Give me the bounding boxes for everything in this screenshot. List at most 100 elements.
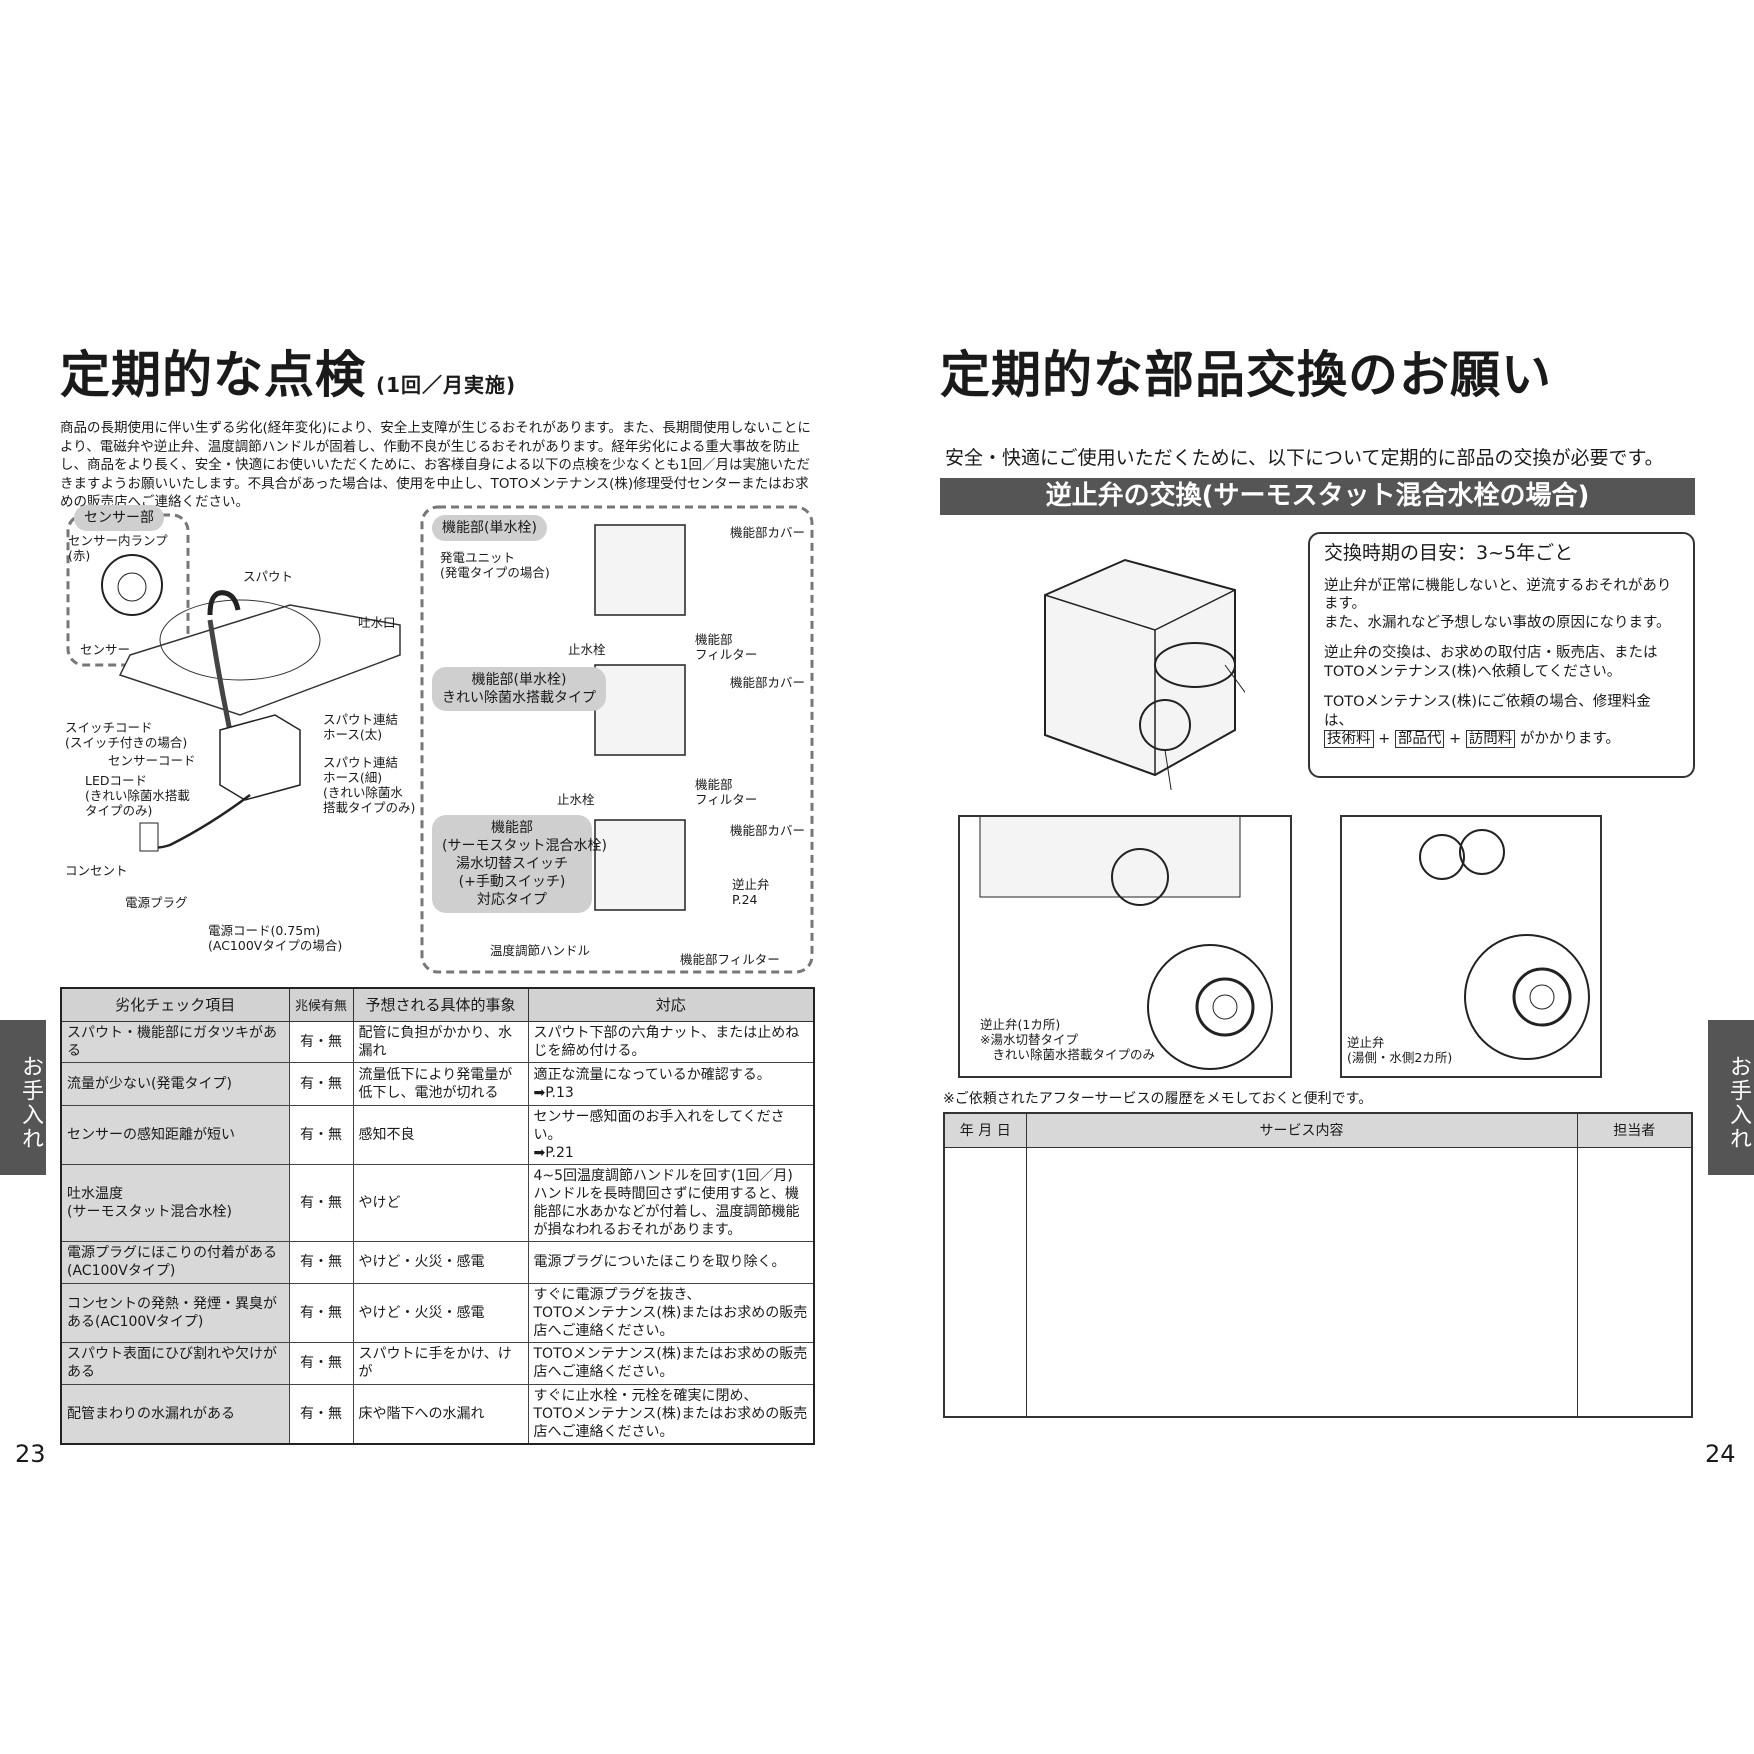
title-note: (1回／月実施) [376, 373, 517, 397]
switch-cord-label: スイッチコード (スイッチ付きの場合) [65, 720, 188, 750]
unit2-label: 機能部(単水栓) きれい除菌水搭載タイプ [432, 667, 606, 711]
info-fees: 技術料 + 部品代 + 訪問料 がかかります。 [1324, 730, 1679, 749]
check-item-cell: センサーの感知距離が短い [60, 1104, 290, 1165]
sign-presence-cell: 有・無 [288, 1282, 354, 1343]
table-row: センサーの感知距離が短い有・無感知不良センサー感知面のお手入れをしてください。 … [60, 1104, 815, 1165]
cover-label: 機能部カバー [730, 823, 806, 838]
filter-label: 機能部フィルター [680, 952, 780, 967]
info-p3: TOTOメンテナンス(株)にご依頼の場合、修理料金は、 [1324, 694, 1651, 729]
action-cell: センサー感知面のお手入れをしてください。 ➡P.21 [527, 1104, 815, 1165]
cover-label: 機能部カバー [730, 525, 806, 540]
sensor-lamp-label: センサー内ランプ (赤) [68, 533, 168, 563]
table-row: スパウト・機能部にガタツキがある有・無配管に負担がかかり、水漏れスパウト下部の六… [60, 1020, 815, 1063]
sensor-cord-label: センサーコード [108, 753, 196, 768]
diagram-illustration [66, 505, 814, 974]
cover-label: 機能部カバー [730, 675, 806, 690]
check-valve-illustration [1419, 829, 1590, 1060]
unit1-label: 機能部(単水栓) [432, 515, 547, 541]
col-header-service: サービス内容 [1025, 1112, 1578, 1148]
col-header-date: 年 月 日 [943, 1112, 1027, 1148]
inset2-label: 逆止弁 (湯側・水側2カ所) [1347, 1035, 1453, 1065]
section-band: 逆止弁の交換(サーモスタット混合水栓の場合) [940, 478, 1695, 515]
plus: + [1448, 731, 1462, 747]
memo-note: ※ご依頼されたアフターサービスの履歴をメモしておくと便利です。 [943, 1091, 1373, 1107]
title-text: 定期的な点検 [60, 346, 366, 404]
col-header: 兆候有無 [288, 987, 354, 1022]
table-header-row: 劣化チェック項目 兆候有無 予想される具体的事象 対応 [60, 987, 815, 1022]
check-item-cell: 吐水温度 (サーモスタット混合水栓) [60, 1163, 290, 1242]
check-item-cell: スパウト・機能部にガタツキがある [60, 1020, 290, 1063]
action-cell: TOTOメンテナンス(株)またはお求めの販売店へご連絡ください。 [527, 1341, 815, 1385]
led-cord-label: LEDコード (きれい除菌水搭載 タイプのみ) [85, 773, 190, 818]
page-title-left: 定期的な点検 (1回／月実施) [60, 335, 516, 407]
hose-thick-label: スパウト連結 ホース(太) [323, 712, 399, 742]
service-memo-table: 年 月 日 サービス内容 担当者 [943, 1112, 1693, 1418]
action-cell: 電源プラグについたほこりを取り除く。 [527, 1240, 815, 1284]
memo-date-cell[interactable] [943, 1146, 1027, 1418]
page-number: 24 [1705, 1440, 1736, 1468]
check-item-cell: スパウト表面にひび割れや欠けがある [60, 1341, 290, 1385]
sign-presence-cell: 有・無 [288, 1341, 354, 1385]
check-item-cell: 配管まわりの水漏れがある [60, 1383, 290, 1444]
col-header-staff: 担当者 [1576, 1112, 1693, 1148]
spout-label: スパウト [243, 569, 294, 584]
fee-tech: 技術料 [1324, 730, 1374, 748]
action-cell: すぐに止水栓・元栓を確実に閉め、 TOTOメンテナンス(株)またはお求めの販売店… [527, 1383, 815, 1444]
filter-label: 機能部 フィルター [695, 632, 758, 662]
fee-visit: 訪問料 [1465, 730, 1516, 748]
expected-event-cell: やけど [352, 1163, 529, 1242]
inset-check-valve-1: 逆止弁(1カ所) ※湯水切替タイプ きれい除菌水搭載タイプのみ [958, 815, 1292, 1078]
temp-handle-label: 温度調節ハンドル [490, 943, 591, 958]
intro-paragraph: 商品の長期使用に伴い生ずる劣化(経年変化)により、安全上支障が生じるおそれがあり… [60, 420, 811, 510]
col-header: 対応 [527, 987, 815, 1022]
info-p1: 逆止弁が正常に機能しないと、逆流するおそれがあります。 また、水漏れなど予想しな… [1324, 577, 1672, 631]
sign-presence-cell: 有・無 [288, 1020, 354, 1063]
hose-thin-label: スパウト連結 ホース(細) (きれい除菌水 搭載タイプのみ) [323, 755, 416, 815]
memo-header-row: 年 月 日 サービス内容 担当者 [943, 1112, 1693, 1148]
table-row: コンセントの発熱・発煙・異臭がある(AC100Vタイプ)有・無やけど・火災・感電… [60, 1282, 815, 1343]
action-cell: 4~5回温度調節ハンドルを回す(1回／月) ハンドルを長時間回さずに使用すると、… [527, 1163, 815, 1242]
col-header: 予想される具体的事象 [352, 987, 529, 1022]
page-title-right: 定期的な部品交換のお願い [940, 346, 1552, 404]
side-tab-care[interactable]: お手入れ [0, 1020, 46, 1175]
plus: + [1378, 731, 1391, 747]
inset1-label: 逆止弁(1カ所) ※湯水切替タイプ きれい除菌水搭載タイプのみ [980, 1017, 1156, 1062]
sign-presence-cell: 有・無 [288, 1104, 354, 1165]
col-header: 劣化チェック項目 [60, 987, 290, 1022]
sign-presence-cell: 有・無 [288, 1163, 354, 1242]
table-row: 配管まわりの水漏れがある有・無床や階下への水漏れすぐに止水栓・元栓を確実に閉め、… [60, 1383, 815, 1444]
action-cell: スパウト下部の六角ナット、または止めねじを締め付ける。 [527, 1020, 815, 1063]
lead-text: 安全・快適にご使用いただくために、以下について定期的に部品の交換が必要です。 [945, 447, 1664, 469]
info-p2: 逆止弁の交換は、お求めの取付店・販売店、またはTOTOメンテナンス(株)へ依頼し… [1324, 645, 1658, 680]
fee-tail: がかかります。 [1519, 731, 1620, 747]
memo-row [943, 1146, 1693, 1418]
sign-presence-cell: 有・無 [288, 1383, 354, 1444]
side-tab-care[interactable]: お手入れ [1708, 1020, 1754, 1175]
inspection-table: 劣化チェック項目 兆候有無 予想される具体的事象 対応 スパウト・機能部にガタツ… [60, 987, 815, 1445]
memo-staff-cell[interactable] [1576, 1146, 1693, 1418]
action-cell: 適正な流量になっているか確認する。 ➡P.13 [527, 1061, 815, 1106]
outlet-label: 吐水口 [358, 615, 396, 630]
info-heading: 交換時期の目安：3~5年ごと [1324, 542, 1574, 564]
check-item-cell: 流量が少ない(発電タイプ) [60, 1061, 290, 1106]
inset-check-valve-2: 逆止弁 (湯側・水側2カ所) [1340, 815, 1602, 1078]
check-valve-illustration [979, 817, 1273, 1070]
sign-presence-cell: 有・無 [288, 1061, 354, 1106]
expected-event-cell: やけど・火災・感電 [352, 1240, 529, 1284]
memo-service-cell[interactable] [1025, 1146, 1578, 1418]
unit3-label: 機能部 (サーモスタット混合水栓) 湯水切替スイッチ (+手動スイッチ) 対応タ… [432, 815, 607, 913]
stop-valve-label: 止水栓 [557, 792, 595, 807]
gen-unit-label: 発電ユニット (発電タイプの場合) [440, 550, 550, 580]
table-row: 流量が少ない(発電タイプ)有・無流量低下により発電量が低下し、電池が切れる適正な… [60, 1061, 815, 1106]
fee-parts: 部品代 [1394, 730, 1445, 748]
expected-event-cell: やけど・火災・感電 [352, 1282, 529, 1343]
action-cell: すぐに電源プラグを抜き、 TOTOメンテナンス(株)またはお求めの販売店へご連絡… [527, 1282, 815, 1343]
expected-event-cell: 感知不良 [352, 1104, 529, 1165]
replacement-info-box: 交換時期の目安：3~5年ごと 逆止弁が正常に機能しないと、逆流するおそれがありま… [1308, 532, 1695, 778]
thermostat-unit-illustration [1044, 558, 1245, 790]
page-number: 23 [15, 1440, 46, 1468]
filter-label: 機能部 フィルター [695, 777, 758, 807]
check-item-cell: 電源プラグにほこりの付着がある(AC100Vタイプ) [60, 1240, 290, 1284]
